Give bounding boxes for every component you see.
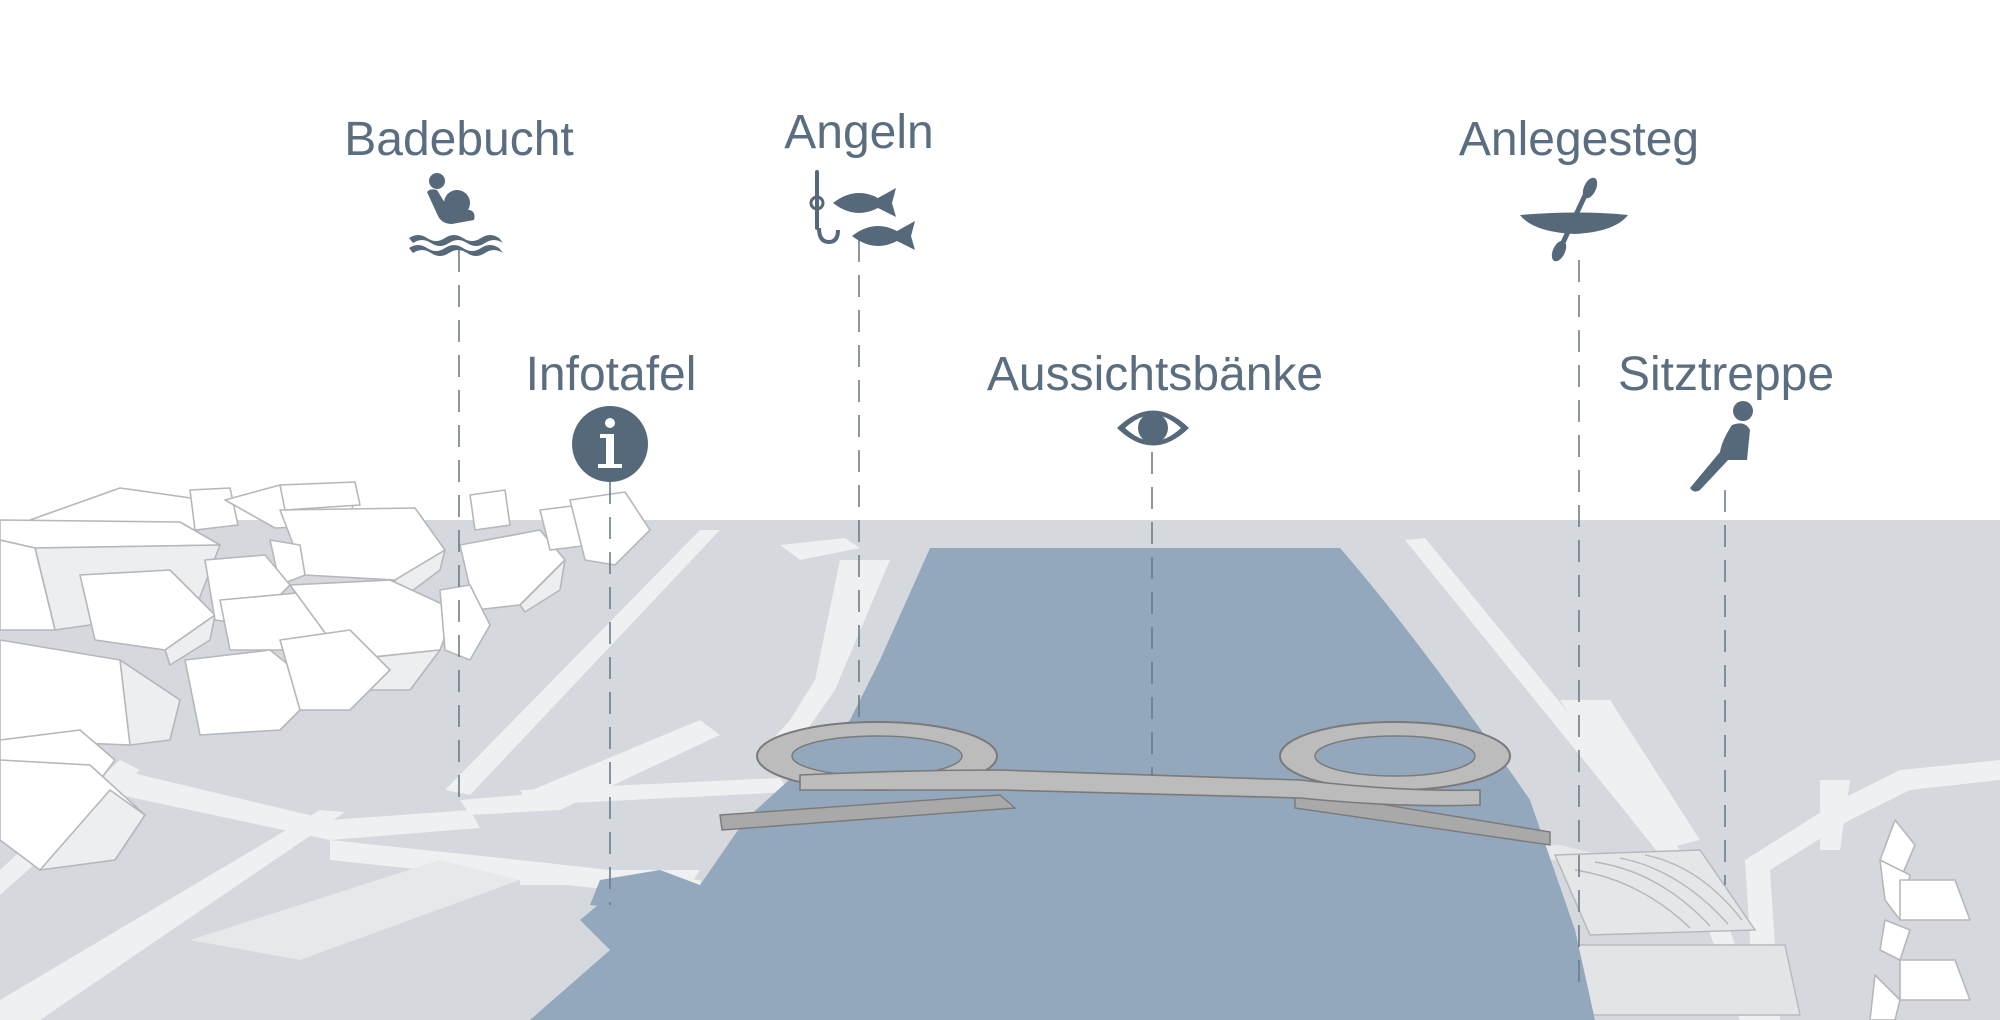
eye-icon (1117, 410, 1189, 446)
seating-steps (1553, 849, 1757, 936)
label-angeln: Angeln (784, 106, 933, 159)
bridge (719, 721, 1551, 846)
label-infotafel: Infotafel (526, 348, 697, 401)
label-badebucht: Badebucht (344, 113, 574, 166)
bay (590, 870, 700, 910)
label-sitztreppe: Sitztreppe (1618, 348, 1834, 401)
label-anlegesteg: Anlegesteg (1459, 113, 1699, 166)
info-icon (572, 406, 648, 482)
leader-lines (458, 240, 1726, 990)
fishing-hook-fish-icon (809, 170, 915, 250)
buildings (0, 481, 1971, 1020)
swimmer-icon (409, 173, 503, 256)
seated-person-icon (1690, 401, 1753, 492)
label-aussichtsbaenke: Aussichtsbänke (987, 348, 1323, 401)
kayak-paddle-icon (1520, 177, 1628, 262)
